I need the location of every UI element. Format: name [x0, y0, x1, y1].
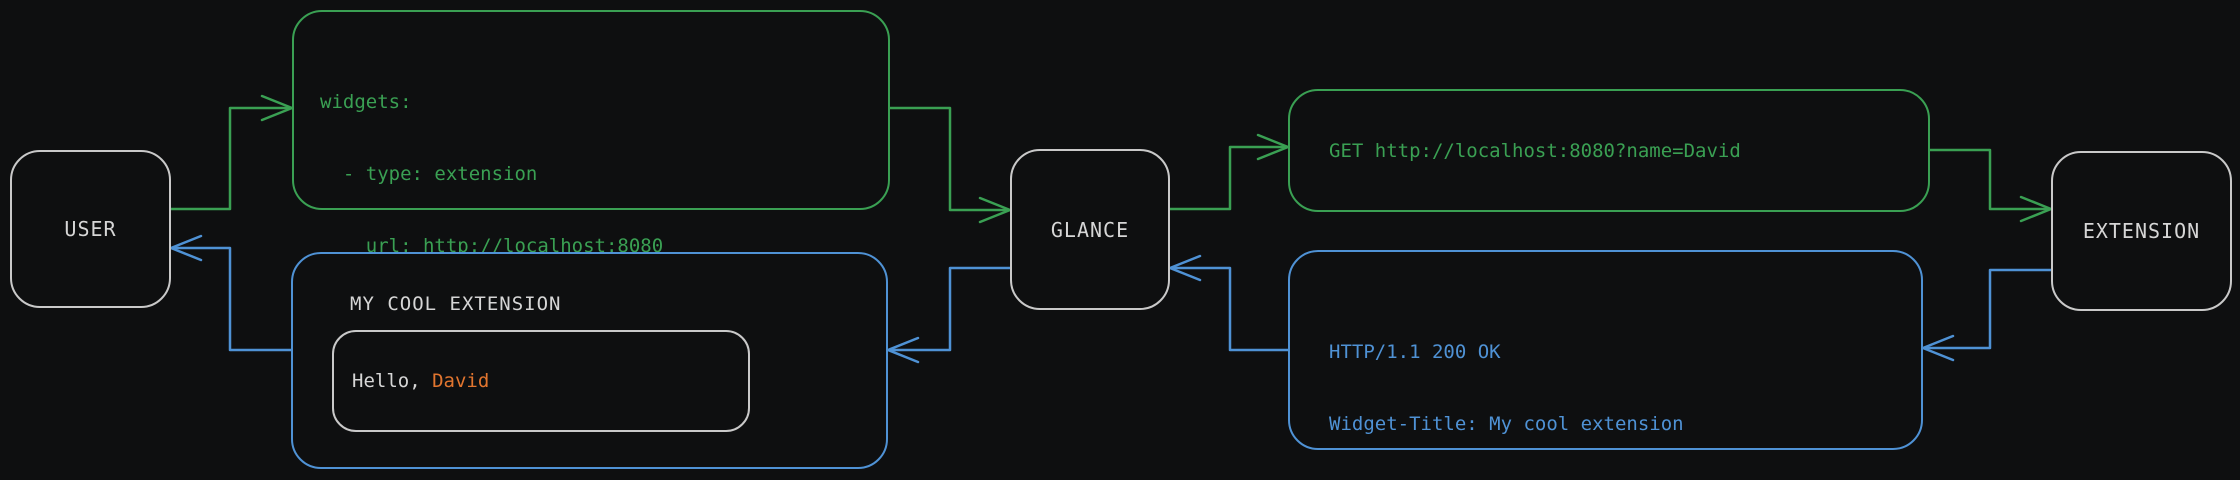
- user-node-label: USER: [64, 217, 117, 241]
- widget-greeting-box: Hello, David: [332, 330, 750, 432]
- arrowhead-into-glance-request: [978, 196, 1012, 224]
- http-request-line: GET http://localhost:8080?name=David: [1329, 139, 1741, 162]
- response-line: Widget-Title: My cool extension: [1329, 413, 1684, 435]
- extension-node: EXTENSION: [2051, 151, 2232, 311]
- arrowhead-into-extension: [2019, 195, 2053, 223]
- glance-node: GLANCE: [1010, 149, 1170, 310]
- config-line: - type: extension: [320, 163, 538, 185]
- user-node: USER: [10, 150, 171, 308]
- arrowhead-into-glance-response: [1168, 254, 1202, 282]
- arrowhead-into-user: [169, 234, 203, 262]
- rendered-widget-box: MY COOL EXTENSION Hello, David: [291, 252, 888, 469]
- wire-glance-to-request: [1168, 145, 1288, 211]
- greeting-prefix: Hello,: [352, 370, 433, 392]
- widget-greeting: Hello, David: [334, 370, 489, 392]
- http-response-box: HTTP/1.1 200 OK Widget-Title: My cool ex…: [1288, 250, 1923, 450]
- config-line: url: http://localhost:8080: [320, 235, 664, 257]
- wire-request-to-extension: [1928, 148, 2051, 211]
- arrowhead-into-widget-box: [886, 336, 920, 364]
- wire-user-to-config: [169, 106, 292, 211]
- http-response-code: HTTP/1.1 200 OK Widget-Title: My cool ex…: [1329, 292, 1867, 480]
- arrowhead-into-config: [260, 94, 294, 122]
- widget-title: MY COOL EXTENSION: [350, 293, 562, 315]
- wire-glance-to-widget: [888, 266, 1012, 352]
- wire-extension-to-response: [1923, 268, 2053, 350]
- response-line: HTTP/1.1 200 OK: [1329, 341, 1501, 363]
- glance-node-label: GLANCE: [1050, 217, 1130, 242]
- wire-widget-to-user: [171, 246, 293, 352]
- config-line: widgets:: [320, 91, 412, 113]
- arrowhead-into-response-box: [1921, 334, 1955, 362]
- extension-node-label: EXTENSION: [2082, 219, 2201, 243]
- http-request-box: GET http://localhost:8080?name=David: [1288, 89, 1930, 212]
- arrowhead-into-request-box: [1256, 133, 1290, 161]
- greeting-name: David: [432, 370, 490, 392]
- wire-config-to-glance: [888, 106, 1010, 212]
- wire-response-to-glance: [1170, 266, 1290, 352]
- config-yaml-box: widgets: - type: extension url: http://l…: [292, 10, 890, 473]
